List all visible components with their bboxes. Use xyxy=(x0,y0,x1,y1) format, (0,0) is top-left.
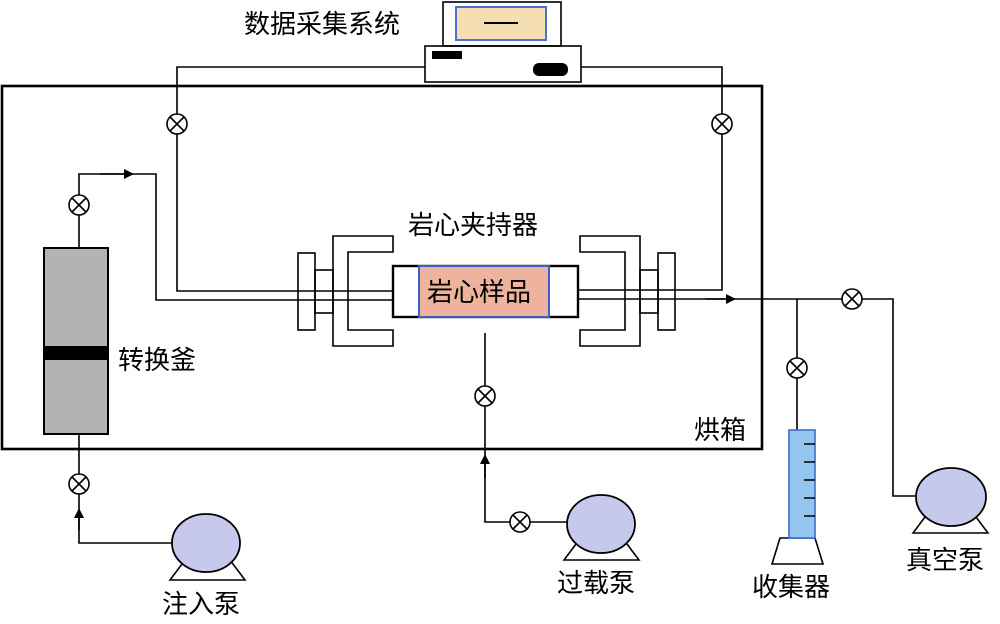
vacuum-pump: 真空泵 xyxy=(906,467,990,576)
data-acquisition-label: 数据采集系统 xyxy=(244,10,400,40)
signal-line-right xyxy=(578,66,723,291)
core-holder-sleeve-right xyxy=(579,235,641,347)
transfer-vessel-label: 转换釜 xyxy=(118,346,196,376)
valve-vessel-inlet[interactable] xyxy=(68,473,90,495)
core-holder-cap-left-inner xyxy=(314,269,334,314)
core-sample xyxy=(418,265,550,318)
core-holder-cap-right-inner xyxy=(639,269,659,314)
core-sample-label: 岩心样品 xyxy=(427,278,531,308)
acquisition-unit-slot xyxy=(432,51,462,59)
valve-vessel-outlet[interactable] xyxy=(68,194,90,216)
injection-pump-body xyxy=(171,513,241,573)
vacuum-pump-body xyxy=(915,467,987,527)
signal-line-left xyxy=(176,66,425,292)
vacuum-pump-label: 真空泵 xyxy=(906,546,984,576)
injection-pump: 注入泵 xyxy=(162,513,247,620)
overburden-pump-label: 过载泵 xyxy=(557,569,635,599)
collector-label: 收集器 xyxy=(752,573,830,603)
collector-base xyxy=(770,537,825,565)
overburden-pump-body xyxy=(566,494,636,554)
oven-label: 烘箱 xyxy=(694,416,746,446)
injection-pump-label: 注入泵 xyxy=(162,590,240,620)
collector-graduations xyxy=(804,443,815,517)
acquisition-unit xyxy=(424,45,582,83)
collector-tube xyxy=(788,429,816,539)
oven-box xyxy=(0,84,764,451)
injection-line xyxy=(78,434,172,544)
feed-line-to-core xyxy=(124,173,392,301)
data-acquisition-system: 数据采集系统 xyxy=(244,1,582,83)
valve-vacuum[interactable] xyxy=(841,288,863,310)
outlet-line-core xyxy=(578,298,915,497)
valve-oven-top-right[interactable] xyxy=(711,113,733,135)
core-holder-label: 岩心夹持器 xyxy=(408,211,538,241)
valve-collector[interactable] xyxy=(786,357,808,379)
overburden-pump: 过载泵 xyxy=(557,494,641,599)
valve-oven-top-left[interactable] xyxy=(166,113,188,135)
valve-overburden-upper[interactable] xyxy=(474,385,496,407)
transfer-vessel-piston xyxy=(44,346,108,360)
core-holder-cap-right-outer xyxy=(657,252,676,331)
acquisition-unit-button xyxy=(533,63,568,76)
collector: 收集器 xyxy=(752,429,830,603)
overburden-line xyxy=(484,333,568,523)
transfer-vessel: 转换釜 xyxy=(43,247,196,435)
valve-overburden-lower[interactable] xyxy=(509,511,531,533)
core-holder: 岩心样品 岩心夹持器 xyxy=(297,211,676,347)
transfer-vessel-body xyxy=(43,247,109,435)
monitor-screen xyxy=(455,6,547,41)
